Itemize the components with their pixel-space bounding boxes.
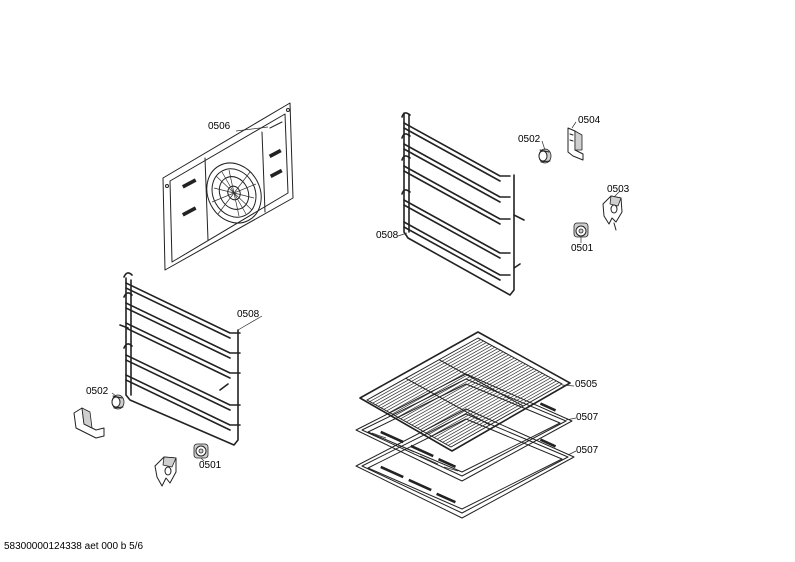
- label-cap-right: 0501: [571, 243, 594, 254]
- rack-wire: [420, 366, 532, 431]
- label-wire-rack: 0505: [575, 379, 598, 390]
- rack-wire: [439, 377, 551, 442]
- rack-wire: [422, 368, 535, 432]
- holder-right-drawing: [602, 195, 623, 231]
- rack-wire: [436, 376, 549, 440]
- document-footer: 58300000124338 aet 000 b 5/6: [4, 541, 144, 552]
- label-tray-lower: 0507: [576, 445, 599, 456]
- rack-wire: [411, 362, 523, 426]
- rack-wire: [408, 360, 521, 424]
- rack-wire: [414, 363, 526, 427]
- rack-wire: [406, 359, 518, 423]
- rack-wire: [425, 369, 537, 434]
- leader-lines: [111, 121, 621, 462]
- rack-wire: [434, 374, 546, 438]
- rack-wire: [417, 365, 529, 429]
- label-rail-right: 0508: [376, 230, 399, 241]
- cap-left-drawing: [193, 443, 209, 459]
- rack-wire: [369, 339, 481, 402]
- rack-wire: [431, 372, 543, 437]
- rear-panel-drawing: [162, 102, 294, 271]
- rack-wire: [442, 379, 554, 443]
- rack-wire: [400, 356, 512, 420]
- rail-left-drawing: [119, 272, 241, 446]
- rack-wire: [383, 346, 495, 410]
- rack-wire: [397, 354, 509, 418]
- clip-right-drawing: [538, 148, 552, 164]
- rack-wire: [428, 371, 540, 435]
- rack-wire: [389, 349, 501, 413]
- label-rail-left: 0508: [237, 309, 260, 320]
- rack-wire: [445, 380, 557, 445]
- label-bracket-right: 0504: [578, 115, 601, 126]
- cap-right-drawing: [573, 222, 589, 238]
- clip-left-drawing: [111, 394, 125, 410]
- label-clip-left: 0502: [86, 386, 109, 397]
- label-holder-right: 0503: [607, 184, 630, 195]
- rack-wire: [375, 342, 487, 406]
- rail-right-drawing: [401, 112, 525, 296]
- bracket-left-drawing: [73, 407, 105, 439]
- label-rear-panel: 0506: [208, 121, 231, 132]
- rack-wire: [386, 348, 498, 412]
- label-tray-upper: 0507: [576, 412, 599, 423]
- tray-lower-drawing: [355, 408, 575, 519]
- label-cap-left: 0501: [199, 460, 222, 471]
- rack-crossbar: [405, 377, 491, 426]
- rack-wire: [403, 357, 515, 421]
- tray-upper-drawing: [355, 373, 573, 482]
- rack-wire: [378, 343, 490, 407]
- rack-crossbar: [438, 359, 524, 407]
- holder-left-drawing: [154, 456, 177, 487]
- rack-wire: [372, 340, 484, 404]
- wire-rack-drawing: [359, 331, 571, 452]
- rack-wire: [380, 345, 493, 409]
- rack-wire: [448, 382, 560, 446]
- bracket-right-drawing: [567, 127, 584, 161]
- label-clip-right: 0502: [518, 134, 541, 145]
